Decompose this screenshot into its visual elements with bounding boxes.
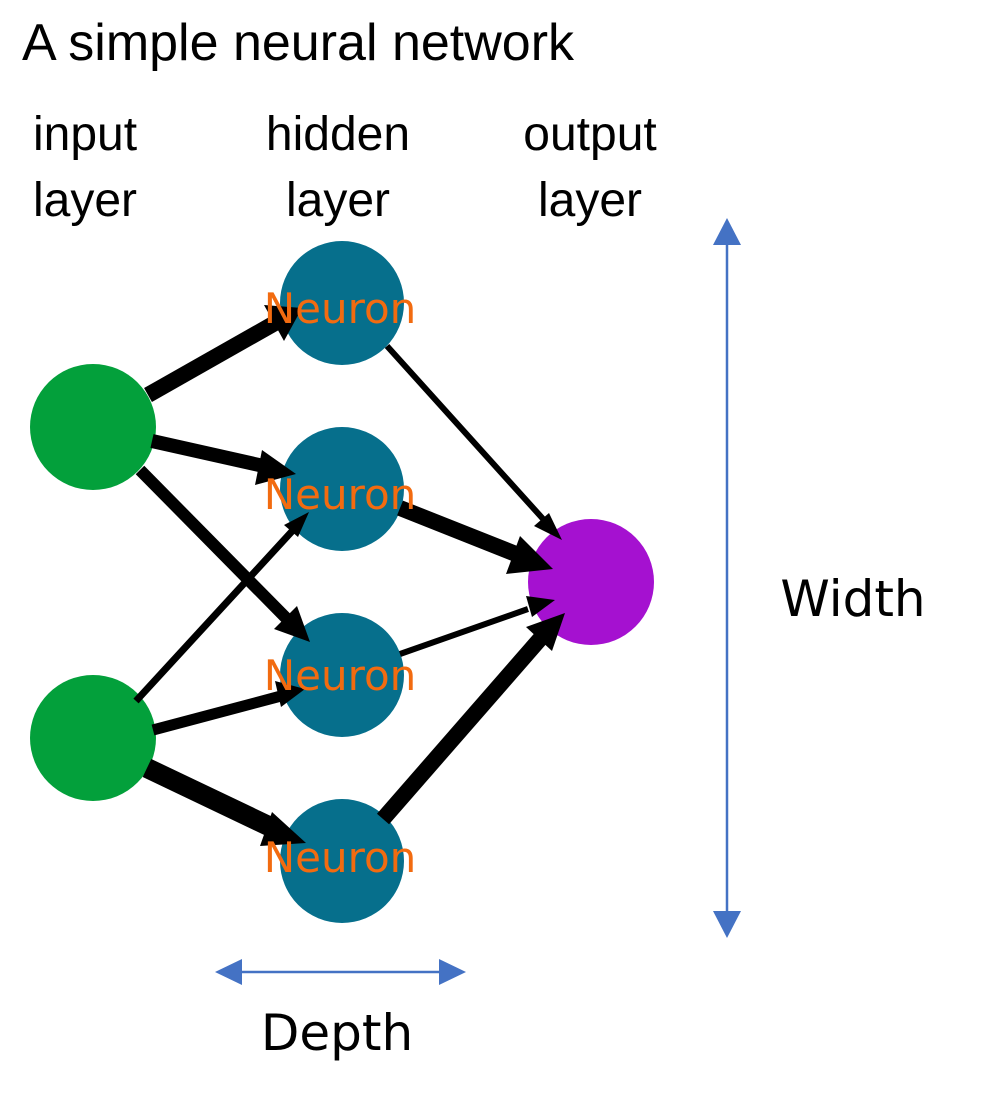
connection-line xyxy=(142,758,282,840)
connection-line xyxy=(397,500,524,564)
connection-line xyxy=(376,633,547,825)
connection-arrowhead xyxy=(260,812,306,846)
diagram-title: A simple neural network xyxy=(22,14,575,72)
output-layer-label-line2: layer xyxy=(538,174,642,227)
depth-label: Depth xyxy=(261,1004,413,1062)
width-arrow xyxy=(713,218,741,938)
connection-arrowhead xyxy=(526,596,555,617)
neuron-label-1: Neuron xyxy=(264,284,417,333)
width-label: Width xyxy=(780,570,925,628)
width-arrow-head-top xyxy=(713,218,741,245)
width-arrow-head-bottom xyxy=(713,911,741,938)
input-layer-label-line2: layer xyxy=(33,174,137,227)
hidden-node-3 xyxy=(280,613,404,737)
hidden-node-2 xyxy=(280,427,404,551)
connection-arrowhead xyxy=(255,450,296,485)
hidden-layer-label-line1: hidden xyxy=(266,108,410,161)
input-layer-label-line1: input xyxy=(33,108,137,161)
input-node-1 xyxy=(30,364,156,490)
neuron-label-3: Neuron xyxy=(264,651,417,700)
neuron-label-4: Neuron xyxy=(264,833,417,882)
connection-arrowhead xyxy=(264,305,302,341)
connection-line xyxy=(135,465,295,627)
connection-arrowhead xyxy=(284,512,309,537)
connection-arrowhead xyxy=(274,606,310,642)
connections xyxy=(133,305,565,846)
hidden-layer-label-line2: layer xyxy=(286,174,390,227)
depth-arrow-head-right xyxy=(439,959,466,985)
hidden-node-4 xyxy=(280,799,404,923)
connection-arrowhead xyxy=(526,613,565,651)
output-layer-label-line1: output xyxy=(523,108,656,161)
depth-arrow xyxy=(215,959,466,985)
depth-arrow-head-left xyxy=(215,959,242,985)
connection-line xyxy=(384,343,547,523)
connection-line xyxy=(144,316,279,402)
neuron-label-2: Neuron xyxy=(264,470,417,519)
connection-arrowhead xyxy=(534,513,562,540)
connection-arrowhead xyxy=(275,681,305,707)
connection-line xyxy=(399,606,529,657)
connection-arrowhead xyxy=(506,536,553,574)
connection-line xyxy=(133,525,298,704)
output-node xyxy=(528,519,654,645)
connection-line xyxy=(150,434,270,474)
hidden-node-1 xyxy=(280,241,404,365)
connection-line xyxy=(151,690,283,736)
input-node-2 xyxy=(30,675,156,801)
